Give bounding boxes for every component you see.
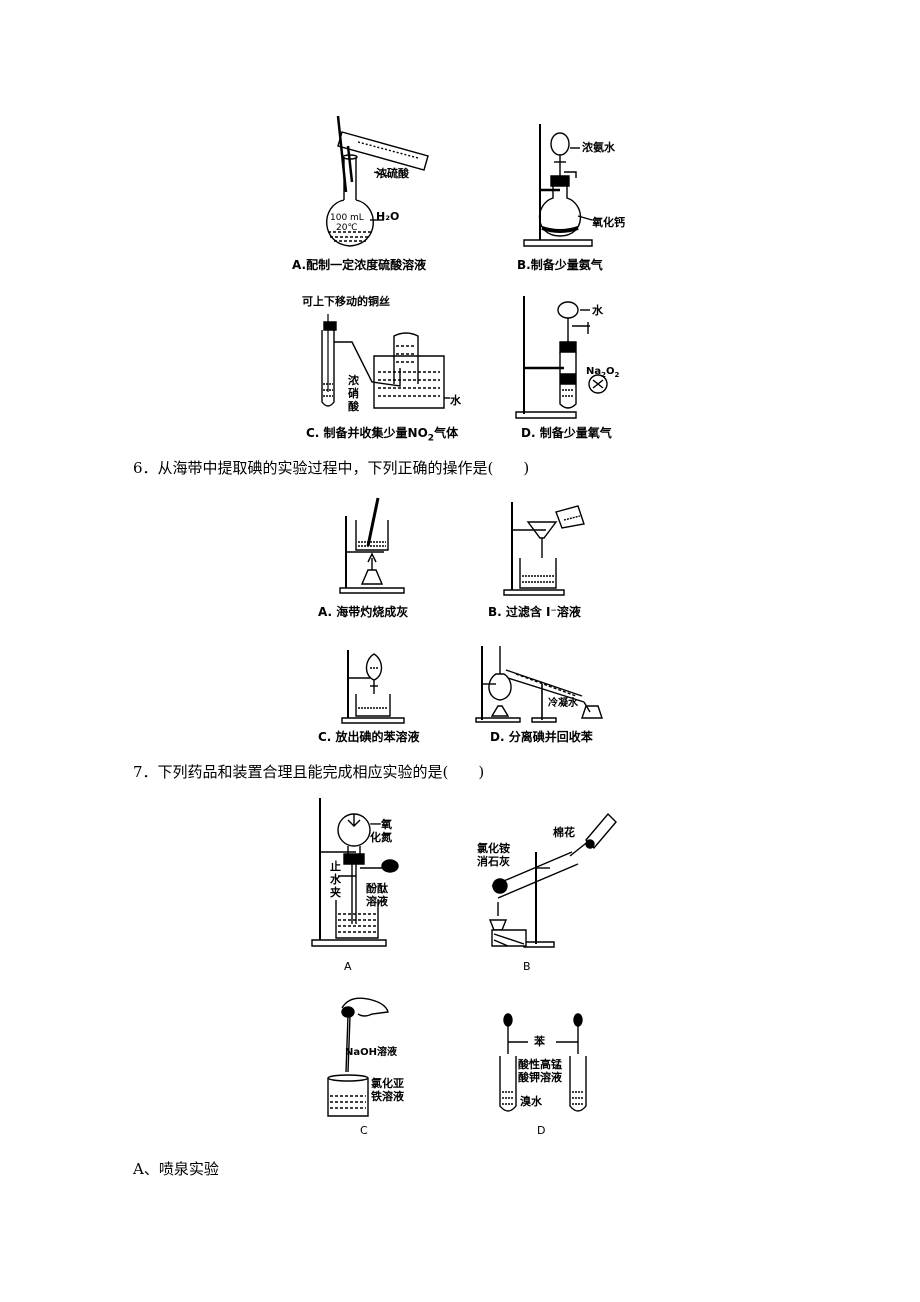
caption-5a: A.配制一定浓度硫酸溶液 [292,258,427,272]
caption-5c: C. 制备并收集少量NO2气体 [306,426,459,444]
label-5b-reagent-top: 浓氨水 [582,141,615,154]
label-7a-indicator: 酚酞 溶液 [366,882,388,908]
question-6-text: 从海带中提取碘的实验过程中，下列正确的操作是( ) [157,459,530,477]
caption-5b: B.制备少量氨气 [517,258,603,272]
label-5c-acid: 浓 硝 酸 [348,374,359,413]
question-6-number: 6． [133,459,158,477]
caption-6d: D. 分离碘并回收苯 [490,730,593,744]
label-5d-water: 水 [592,304,603,317]
label-5c-wire: 可上下移动的铜丝 [302,295,390,308]
caption-7a: A [344,960,352,973]
label-7d-middle: 酸性高锰 酸钾溶液 [518,1058,562,1084]
label-5d-reagent: Na2O2 [586,366,620,379]
caption-7b: B [523,960,531,973]
figure-6c-separatory-funnel [340,644,410,724]
label-6d-coolant: 冷凝水 [548,698,578,709]
label-7c-solution: 氯化亚 铁溶液 [371,1077,404,1103]
figure-5a-volumetric-flask [318,112,443,252]
label-5a-volume: 100 mL [330,213,364,223]
caption-6c: C. 放出碘的苯溶液 [318,730,420,744]
label-5a-water: H₂O [376,210,400,223]
figure-7c-dropper [324,992,404,1120]
label-7c-dropper: NaOH溶液 [345,1047,397,1058]
caption-5d: D. 制备少量氧气 [521,426,612,440]
figure-5b-ammonia-apparatus [520,122,630,250]
label-5c-water: 水 [450,394,461,407]
figure-6b-filtration [500,498,590,598]
label-7a-gas: 一氧 化氮 [370,818,392,844]
caption-7c: C [360,1124,368,1137]
question-7-text: 下列药品和装置合理且能完成相应实验的是( ) [157,763,485,781]
label-5a-temp: 20℃ [336,223,358,233]
figure-6d-distillation [472,640,612,724]
figure-5c-no2-apparatus [316,312,456,416]
question-7: 7．下列药品和装置合理且能完成相应实验的是( ) [133,761,484,782]
label-7b-cotton: 棉花 [553,826,575,839]
caption-7d: D [537,1124,546,1137]
figure-7b-ammonia-heating [478,812,618,950]
figure-7a-fountain [308,796,408,950]
label-7d-bottom: 溴水 [520,1095,542,1108]
caption-6b: B. 过滤含 I⁻溶液 [488,605,581,619]
question-7-number: 7． [133,763,158,781]
label-7d-top: 苯 [534,1035,545,1048]
figure-7d-test-tubes [494,1012,594,1120]
question-6: 6．从海带中提取碘的实验过程中，下列正确的操作是( ) [133,457,529,478]
label-5a-acid: 浓硫酸 [376,167,409,180]
label-5b-reagent-bottom: 氧化钙 [592,216,625,229]
label-7b-reagents: 氯化铵 消石灰 [477,842,510,868]
answer-line: A、喷泉实验 [133,1160,219,1178]
figure-6a-ashing [338,496,408,596]
label-7a-clamp: 止 水 夹 [330,860,341,899]
caption-6a: A. 海带灼烧成灰 [318,605,409,619]
figure-5d-oxygen-apparatus [514,294,624,422]
